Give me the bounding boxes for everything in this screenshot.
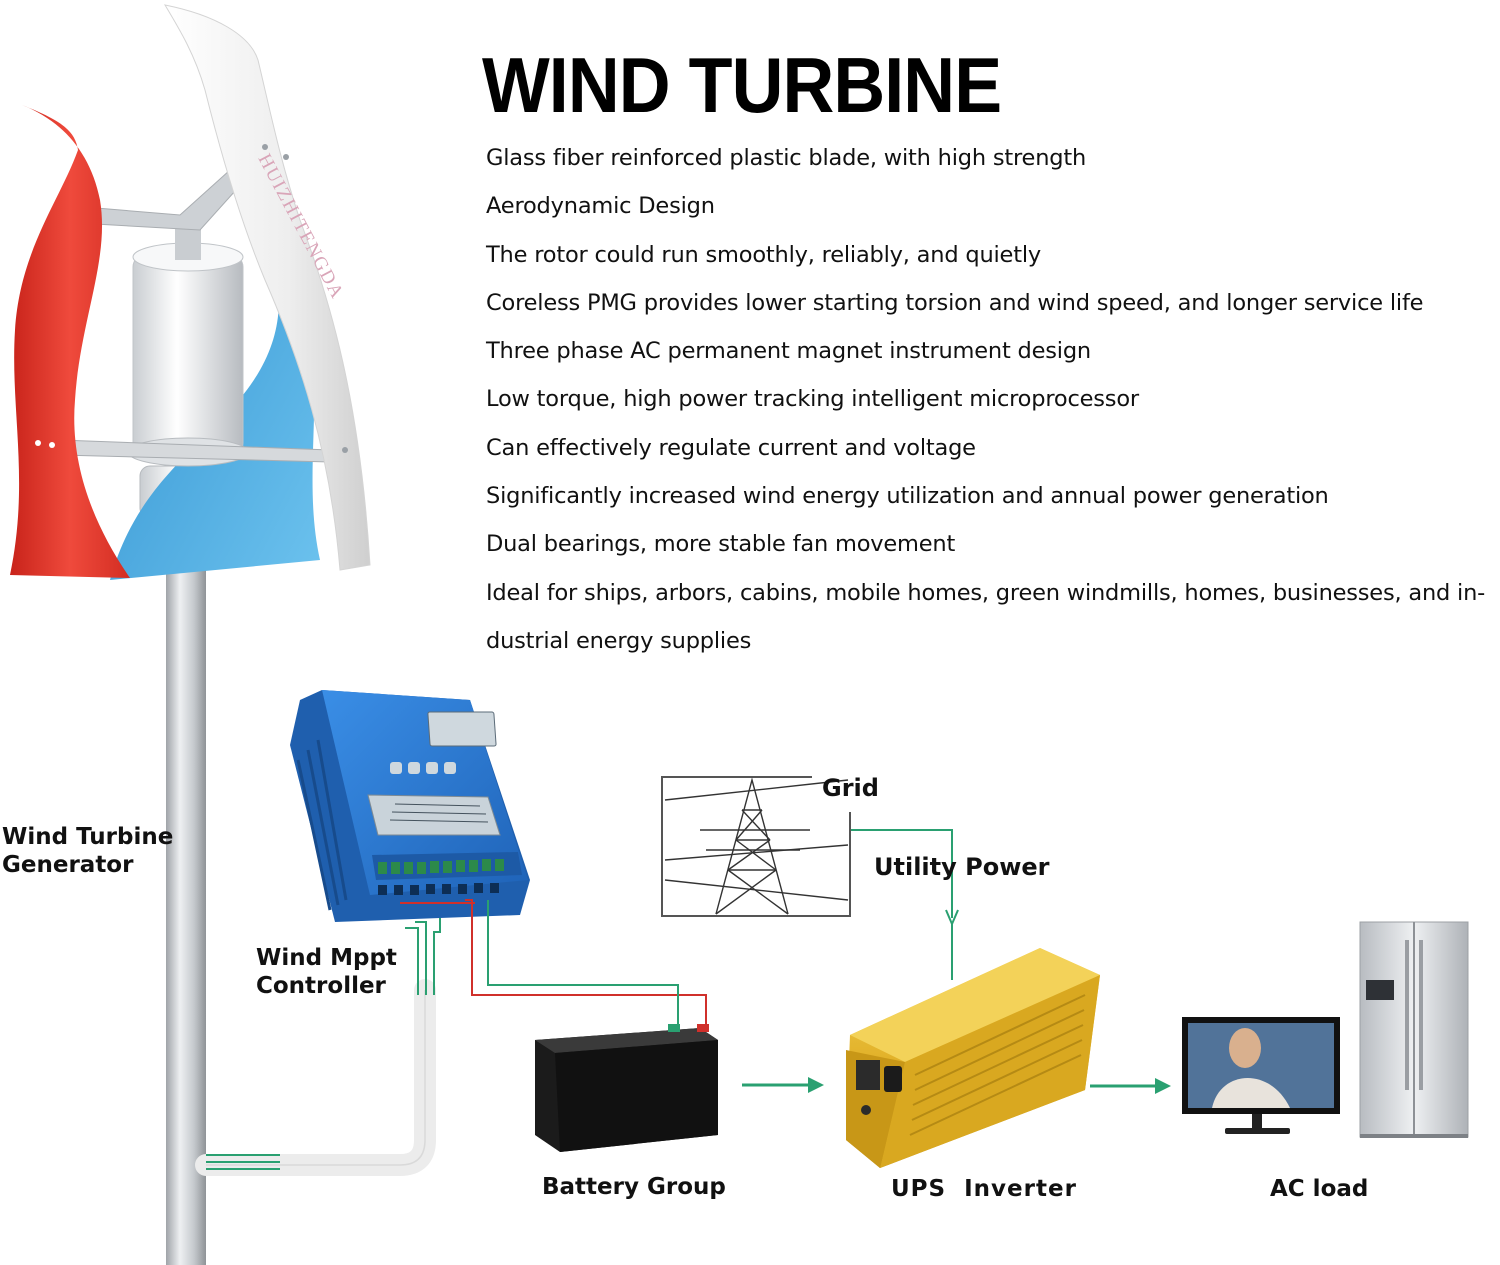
power-pylon-illustration [661,776,851,917]
ac-load-label: AC load [1270,1176,1369,1202]
battery-illustration [535,1024,718,1152]
battery-group-label: Battery Group [542,1174,726,1200]
wind-turbine-illustration: HUIZHITENGDA [10,4,371,1265]
page-title: WIND TURBINE [482,41,1002,129]
generator-label-line1: Wind Turbine [2,824,174,850]
feature-item: Low torque, high power tracking intellig… [486,386,1139,413]
controller-label-line1: Wind Mppt [256,945,397,971]
controller-label-line2: Controller [256,973,386,999]
feature-item: Significantly increased wind energy util… [486,483,1329,510]
blue-blade [110,180,320,580]
turbine-cable [195,910,441,1176]
red-blade [10,105,130,578]
arrow-right-icon [1090,1078,1171,1094]
utility-power-line [851,829,959,980]
feature-item: The rotor could run smoothly, reliably, … [486,241,1041,268]
feature-item: dustrial energy supplies [486,627,752,654]
generator-housing [132,254,244,456]
feature-list: Glass fiber reinforced plastic blade, wi… [486,134,1498,665]
feature-item: Three phase AC permanent magnet instrume… [486,338,1091,365]
monitor-illustration [1182,1017,1340,1134]
feature-item: Can effectively regulate current and vol… [486,434,976,461]
feature-item: Coreless PMG provides lower starting tor… [486,289,1424,316]
feature-item: Ideal for ships, arbors, cabins, mobile … [486,579,1486,606]
grid-label: Grid [822,774,879,802]
utility-power-label: Utility Power [874,853,1050,881]
ups-inverter-label: UPS Inverter [891,1176,1077,1202]
refrigerator-illustration [1359,921,1469,1138]
generator-label-line2: Generator [2,852,134,878]
battery-wires [400,899,707,1032]
white-blade [163,4,371,571]
mppt-controller-illustration [290,690,530,922]
controller-label: Wind Mppt Controller [256,944,397,1000]
generator-label: Wind Turbine Generator [2,823,173,879]
feature-item: Aerodynamic Design [486,193,715,220]
arrow-right-icon [742,1077,824,1093]
feature-item: Glass fiber reinforced plastic blade, wi… [486,145,1087,171]
ups-inverter-illustration [846,948,1100,1168]
turbine-pole [166,560,206,1265]
feature-item: Dual bearings, more stable fan movement [486,531,956,558]
